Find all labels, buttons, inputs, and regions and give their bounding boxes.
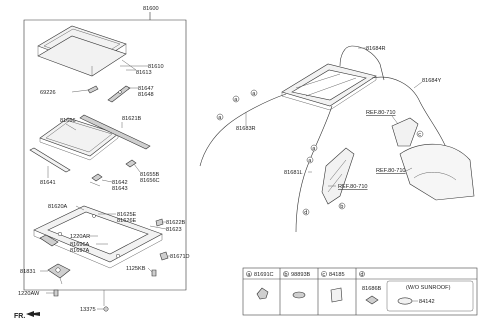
label-81613: 81613 [136,70,152,76]
label-69226: 69226 [40,90,56,96]
front-arrow-icon [26,311,40,317]
label-81831: 81831 [20,269,36,275]
label-81626E: 81626E [117,218,137,224]
front-direction-label: FR. [14,313,25,320]
label-81648: 81648 [138,92,154,98]
sunroof-frame[interactable] [33,205,163,269]
ref-label-upper: REF.80-710 [366,110,396,116]
label-81600: 81600 [143,6,159,12]
sunshade[interactable] [39,117,119,161]
clip-d-icon [365,295,379,305]
legend-cell-b: b 98893B [283,271,311,299]
callout-a-5: a [306,156,314,164]
legend-part-84185: 84185 [329,272,345,278]
label-1220AW: 1220AW [18,291,40,297]
ref-label-lower: REF.80-710 [338,184,368,190]
clip-81642[interactable] [89,173,103,187]
svg-text:d: d [360,272,363,278]
bolt-1220AW[interactable] [53,289,59,297]
label-81641: 81641 [40,180,56,186]
bracket-69226[interactable] [87,85,99,94]
glass-panel[interactable] [37,25,127,77]
label-81666: 81666 [60,118,76,124]
callout-a-3: a [216,113,224,121]
svg-text:a: a [308,158,312,164]
callout-a-2: a [250,89,258,97]
grommet-b-icon [292,291,306,299]
svg-text:c: c [322,272,325,278]
strip-81641[interactable] [29,147,71,173]
callout-a-4: a [310,144,318,152]
svg-text:b: b [340,204,343,210]
legend-part-84142: 84142 [419,299,435,305]
label-81621B: 81621B [122,116,142,122]
legend-part-81691C: 81691C [254,272,274,278]
sunroof-assembly-frame [23,12,187,291]
label-81625E: 81625E [117,212,137,218]
legend-part-98893B: 98893B [291,272,311,278]
drain-hose-81683R[interactable] [199,93,287,167]
svg-text:a: a [234,97,238,103]
label-81642: 81642 [112,180,128,186]
label-81647: 81647 [138,86,154,92]
grommet-13375[interactable] [103,306,109,312]
callout-c-1: c [416,130,424,138]
label-81656C: 81656C [140,178,160,184]
label-81671D: 81671D [170,254,190,260]
label-1220AR: 1220AR [70,234,90,240]
label-81684R: 81684R [366,46,386,52]
roof-frame-assembly[interactable] [281,63,377,111]
ref-label-right: REF.80-710 [376,168,406,174]
plug-d-icon [397,297,413,305]
legend-cell-d: d 81686B (W/O SUNROOF) 84142 [359,271,474,312]
clip-81655B[interactable] [125,159,137,168]
label-81623: 81623 [166,227,182,233]
label-13375: 13375 [80,307,96,313]
svg-text:c: c [418,132,421,138]
deflector-mechanism[interactable] [107,85,131,103]
label-1125KB: 1125KB [126,266,146,272]
drain-hose-81684Y[interactable] [371,76,449,153]
svg-text:a: a [247,272,251,278]
label-81620A: 81620A [48,204,68,210]
clip-81622B[interactable] [155,218,164,227]
bolt-1125KB[interactable] [151,269,157,277]
svg-text:b: b [284,272,287,278]
pad-c-icon [330,287,343,303]
label-81655B: 81655B [140,172,160,178]
legend-note-wo-sunroof: (W/O SUNROOF) [406,285,451,291]
svg-text:d: d [304,210,307,216]
legend-table [242,267,478,316]
svg-text:a: a [252,91,256,97]
svg-text:a: a [312,146,316,152]
rear-quarter-body [399,143,475,201]
clip-a-icon [256,287,269,300]
label-81697A: 81697A [70,248,90,254]
sunroof-motor[interactable] [47,263,71,285]
bracket-81671D[interactable] [159,251,169,261]
legend-cell-c: c 84185 [321,271,345,303]
svg-text:a: a [218,115,222,121]
label-81622B: 81622B [166,220,186,226]
drain-hose-81684R[interactable] [339,45,385,81]
label-81696A: 81696A [70,242,90,248]
label-81681L: 81681L [284,170,303,176]
label-81684Y: 81684Y [422,78,442,84]
rail-81621B[interactable] [79,114,151,150]
callout-b-1: b [338,202,346,210]
callout-d-1: d [302,208,310,216]
rear-pillar-body [321,147,355,205]
c-pillar-body [391,117,419,147]
legend-cell-a: a 81691C [246,271,274,300]
label-81643: 81643 [112,186,128,192]
legend-part-81686B: 81686B [362,286,382,292]
drain-hose-81681L[interactable] [295,105,333,233]
label-81610: 81610 [148,64,164,70]
label-81683R: 81683R [236,126,256,132]
callout-a-1: a [232,95,240,103]
